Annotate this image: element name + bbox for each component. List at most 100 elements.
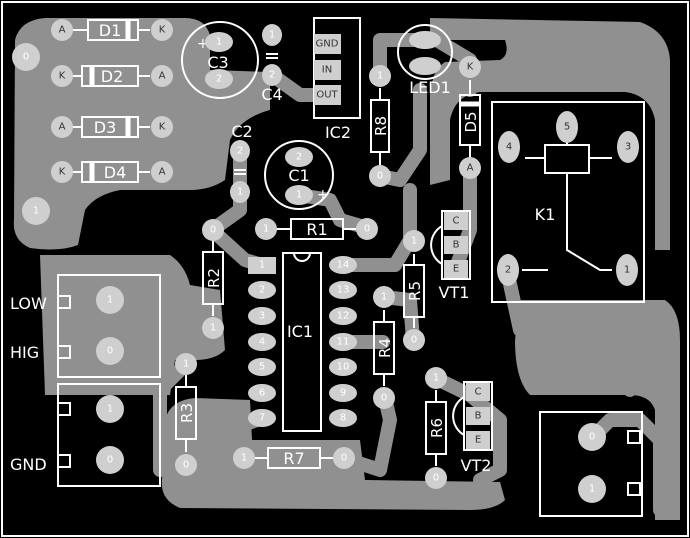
r3-label: R3 — [178, 403, 196, 423]
pad-vt2-e-text: E — [475, 435, 481, 446]
diode-d4: D4 — [72, 161, 150, 183]
c1-plus: + — [317, 187, 329, 203]
pad-ic1-3 — [248, 307, 276, 325]
pad-d4-a — [151, 161, 173, 183]
pad-ic1-13 — [329, 281, 357, 299]
pad-left-top-text: 0 — [23, 52, 29, 63]
pad-r1-1 — [255, 218, 277, 240]
d3-label: D3 — [94, 118, 117, 137]
pad-ic1-4-text: 4 — [259, 337, 265, 348]
d4-label: D4 — [104, 163, 127, 182]
pad-ic1-2-text: 2 — [259, 285, 265, 296]
ic1-label: IC1 — [287, 322, 313, 341]
pad-vt1-e-text: E — [453, 264, 459, 275]
diode-d3: D3 — [72, 116, 150, 138]
pad-ic1-14-text: 14 — [337, 260, 350, 271]
trace-connector — [585, 413, 667, 517]
pad-r7-0-text: 0 — [341, 453, 347, 464]
copper-lower-right-pour — [515, 300, 680, 520]
pad-ic2-out-text: OUT — [316, 90, 338, 101]
pad-ic1-8 — [329, 409, 357, 427]
pad-d1-k — [151, 19, 173, 41]
resistor-r1: R1 — [276, 218, 356, 240]
pad-c2-2-text: 2 — [237, 146, 243, 157]
capacitor-c2: C2 — [231, 122, 253, 175]
d2-label: D2 — [101, 67, 124, 86]
connector-low-hig: LOW HIG — [10, 274, 161, 378]
pad-ic2-in — [314, 60, 341, 80]
pad-low-1-text: 1 — [107, 295, 113, 306]
low-label: LOW — [10, 294, 47, 313]
trace-c1-r1 — [292, 188, 375, 235]
pad-c1-1 — [285, 185, 313, 205]
trace-r6-vt2 — [428, 371, 507, 487]
pad-gnd-1 — [96, 395, 124, 423]
pad-r3-0 — [175, 454, 197, 476]
pad-ic1-11 — [329, 333, 357, 351]
pad-r5-0 — [403, 329, 425, 351]
c3-label: C3 — [207, 53, 228, 72]
resistor-r7: R7 — [255, 447, 333, 469]
pad-r8-0-text: 0 — [377, 171, 383, 182]
pad-vt1-b-text: B — [453, 240, 460, 251]
pad-r2-0-text: 0 — [210, 225, 216, 236]
pad-hig-0 — [96, 337, 124, 365]
pad-r8-0 — [369, 165, 391, 187]
pad-vt2-c-text: C — [475, 387, 482, 398]
pad-r6-1 — [425, 367, 447, 389]
pad-ic2-in-text: IN — [322, 65, 332, 76]
pad-r4-0-text: 0 — [381, 393, 387, 404]
pad-r7-0 — [333, 447, 355, 469]
pad-ic1-9-text: 9 — [340, 388, 346, 399]
c4-label: C4 — [261, 85, 282, 104]
vt2-label: VT2 — [461, 456, 492, 475]
pad-r4-1-text: 1 — [381, 292, 387, 303]
pad-k1-3-text: 3 — [625, 142, 631, 153]
pad-gnd-0 — [96, 446, 124, 474]
capacitor-c4: C4 — [261, 53, 283, 104]
trace-ic-right — [336, 183, 417, 272]
d1-label: D1 — [99, 21, 122, 40]
pad-k1-5-text: 5 — [564, 122, 570, 133]
pad-r6-0 — [425, 467, 447, 489]
pad-d2-a-text: A — [159, 71, 166, 82]
pad-led1-a — [409, 31, 441, 49]
pad-d1-k-text: K — [159, 25, 166, 36]
pad-vt1-b — [444, 236, 468, 254]
pad-left-top — [12, 43, 40, 71]
pad-c4-1 — [262, 24, 282, 46]
pad-ic1-13-text: 13 — [337, 285, 350, 296]
pad-r2-1-text: 1 — [210, 323, 216, 334]
pad-r3-0-text: 0 — [183, 460, 189, 471]
gnd-label: GND — [10, 455, 47, 474]
trace-k-column — [155, 23, 192, 179]
pad-d5-k-text: K — [467, 62, 474, 73]
pad-left-mid-text: 1 — [33, 206, 39, 217]
pad-k1-5 — [556, 111, 578, 143]
pad-k1-2-text: 2 — [505, 265, 511, 276]
pad-vt1-c — [444, 212, 468, 230]
pad-d3-a — [51, 116, 73, 138]
r1-label: R1 — [306, 220, 327, 239]
pad-ic1-12 — [329, 307, 357, 325]
pad-ic1-5 — [248, 358, 276, 376]
pad-d2-a — [151, 65, 173, 87]
pad-c1-1-text: 1 — [296, 190, 302, 201]
r2-label: R2 — [205, 268, 223, 288]
pad-c4-2-text: 2 — [269, 70, 275, 81]
c3-plus: + — [197, 36, 209, 52]
pad-k1-1 — [616, 254, 638, 286]
pad-c3-2 — [205, 69, 233, 89]
pad-ic1-9 — [329, 384, 357, 402]
pad-r6-1-text: 1 — [433, 373, 439, 384]
pad-ic1-1-text: 1 — [259, 260, 265, 271]
pad-r2-0 — [202, 219, 224, 241]
resistor-r2: R2 — [202, 240, 224, 316]
pad-gnd-1-text: 1 — [107, 404, 113, 415]
pad-d1-a — [51, 19, 73, 41]
pad-r4-0 — [373, 387, 395, 409]
r4-label: R4 — [376, 338, 394, 358]
pad-d3-k-text: K — [159, 122, 166, 133]
copper-right-pour — [430, 18, 670, 250]
trace-d2-d4 — [33, 69, 67, 179]
